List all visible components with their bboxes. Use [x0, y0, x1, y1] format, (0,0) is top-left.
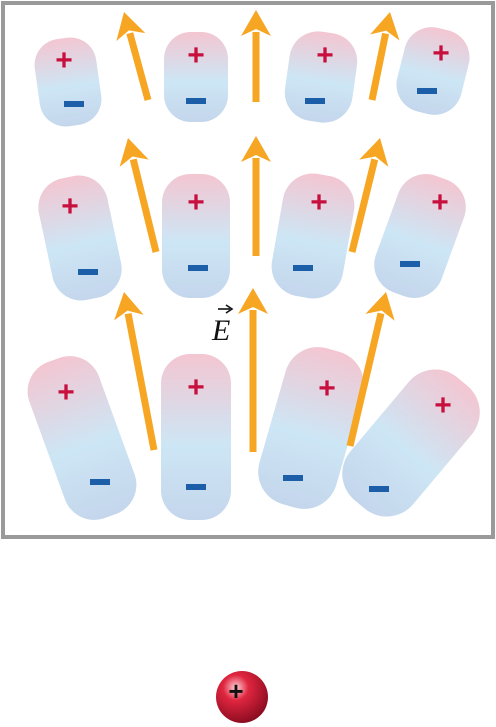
plus-sign: + — [318, 372, 336, 405]
field-arrow-icon — [346, 292, 395, 447]
minus-sign — [417, 88, 437, 94]
field-arrow-icon — [241, 10, 271, 102]
field-arrow-icon — [241, 136, 271, 256]
minus-sign — [64, 101, 84, 107]
plus-sign: + — [187, 371, 205, 404]
minus-sign — [90, 479, 110, 485]
field-arrow-icon — [119, 138, 160, 253]
molecule-body — [258, 347, 364, 509]
dipole-molecule-icon: + — [27, 356, 137, 520]
molecule-body — [396, 27, 470, 115]
plus-sign: + — [310, 186, 328, 219]
plus-sign: + — [434, 389, 452, 422]
minus-sign — [369, 486, 389, 492]
molecule-body — [161, 354, 231, 520]
plus-sign: + — [432, 37, 450, 70]
dipole-molecule-icon: + — [374, 174, 466, 298]
dipole-molecule-icon: + — [164, 32, 228, 122]
dipole-molecules: + + + + + + + + + + + + — [27, 27, 480, 520]
plus-sign: + — [431, 186, 449, 219]
minus-sign — [186, 98, 206, 104]
dipole-molecule-icon: + — [342, 369, 480, 517]
dipole-molecule-icon: + — [38, 175, 122, 301]
field-arrow-icon — [368, 12, 400, 101]
minus-sign — [400, 261, 420, 267]
plus-sign: + — [316, 39, 334, 72]
minus-sign — [186, 484, 206, 490]
plus-sign: + — [57, 376, 75, 409]
molecule-body — [34, 37, 102, 127]
dipole-molecule-icon: + — [162, 174, 230, 298]
positive-charge-icon: + — [216, 671, 268, 723]
molecule-body — [284, 31, 358, 123]
plus-sign: + — [187, 186, 205, 219]
molecule-body — [271, 173, 355, 299]
molecule-body — [342, 369, 480, 517]
dipole-molecule-icon: + — [284, 31, 358, 123]
dipole-molecule-icon: + — [258, 347, 364, 509]
dipole-molecule-icon: + — [271, 173, 355, 299]
molecule-body — [374, 174, 466, 298]
molecule-body — [164, 32, 228, 122]
dipole-molecule-icon: + — [161, 354, 231, 520]
molecule-body — [27, 356, 137, 520]
external-charge-sign: + — [228, 676, 243, 706]
field-arrow-icon — [114, 292, 158, 451]
minus-sign — [188, 265, 208, 271]
minus-sign — [78, 269, 98, 275]
molecule-body — [162, 174, 230, 298]
field-arrow-icon — [238, 288, 268, 452]
minus-sign — [283, 475, 303, 481]
field-arrows — [114, 10, 400, 452]
plus-sign: + — [61, 190, 79, 223]
dipole-molecule-icon: + — [34, 37, 102, 127]
minus-sign — [293, 265, 313, 271]
field-vector-arrow-icon — [218, 304, 234, 314]
field-arrow-icon — [348, 138, 389, 253]
molecule-body — [38, 175, 122, 301]
plus-sign: + — [55, 44, 73, 77]
field-label: E — [211, 314, 230, 347]
field-arrow-icon — [116, 12, 152, 101]
plus-sign: + — [187, 39, 205, 72]
minus-sign — [305, 98, 325, 104]
dipole-molecule-icon: + — [396, 27, 470, 115]
